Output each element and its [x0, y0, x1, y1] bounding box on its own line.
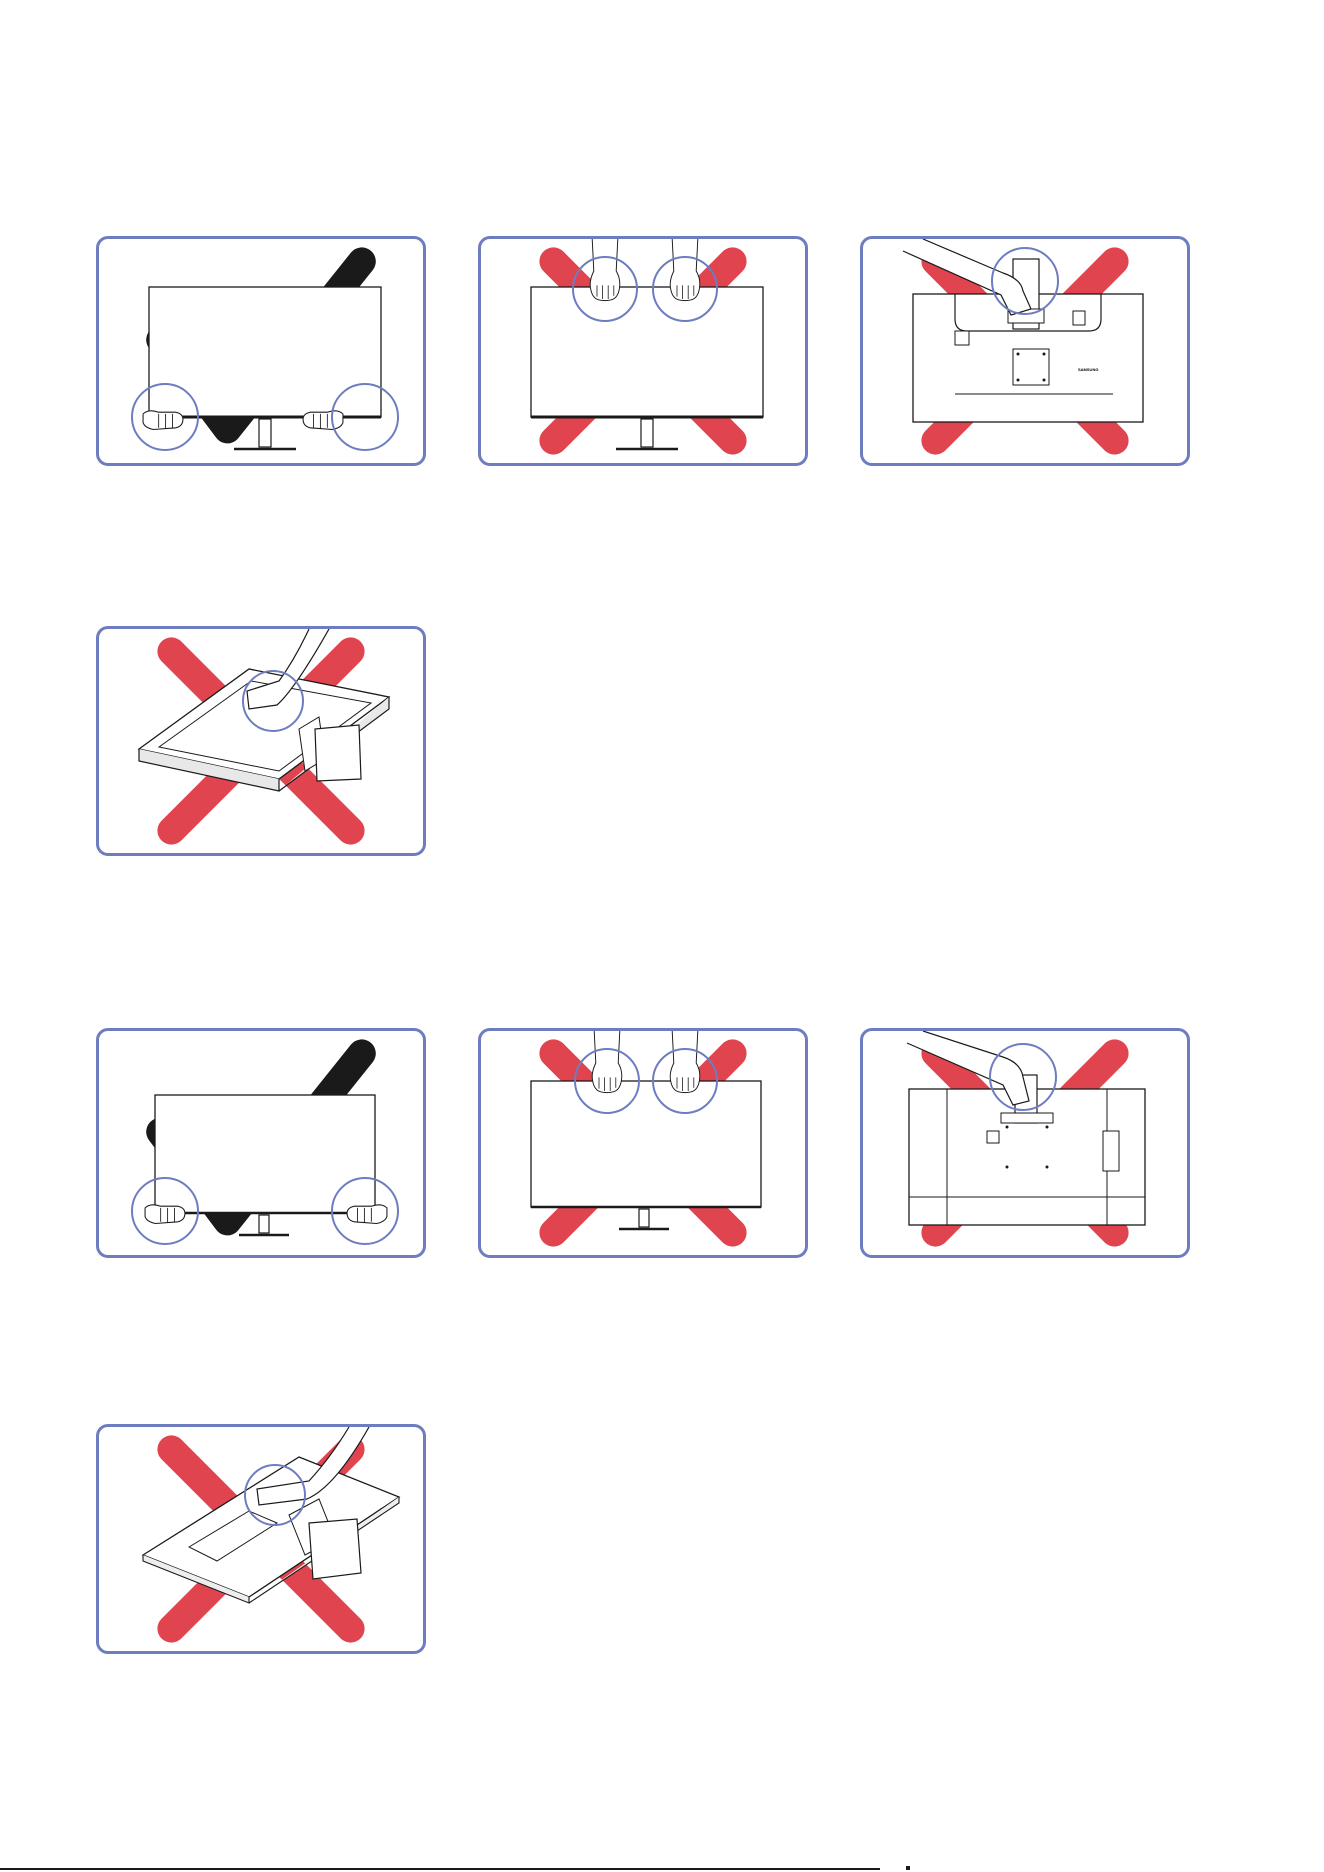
monitor-front-illustration: [99, 239, 423, 463]
illustration-panel-incorrect-stand-grip: SAMSUNG: [860, 236, 1190, 466]
illustration-panel-correct-carry: [96, 236, 426, 466]
monitor-in-box-illustration: [99, 629, 423, 853]
illustration-panel-incorrect-top-edge: [478, 1028, 808, 1258]
illustration-panel-incorrect-packaging: [96, 626, 426, 856]
illustration-panel-incorrect-face-down: [96, 1424, 426, 1654]
illustration-panel-incorrect-stand-grip: [860, 1028, 1190, 1258]
footer-rule: [0, 1868, 880, 1870]
illustration-panel-correct-carry: [96, 1028, 426, 1258]
monitor-back-illustration: [863, 1031, 1187, 1255]
footer-page-marker: [906, 1866, 910, 1870]
logo-text: SAMSUNG: [1078, 367, 1098, 372]
monitor-front-illustration: [481, 239, 805, 463]
monitor-front-illustration: [481, 1031, 805, 1255]
monitor-face-down-illustration: [99, 1427, 423, 1651]
monitor-back-illustration: SAMSUNG: [863, 239, 1187, 463]
illustration-panel-incorrect-top-edge: [478, 236, 808, 466]
monitor-front-illustration: [99, 1031, 423, 1255]
